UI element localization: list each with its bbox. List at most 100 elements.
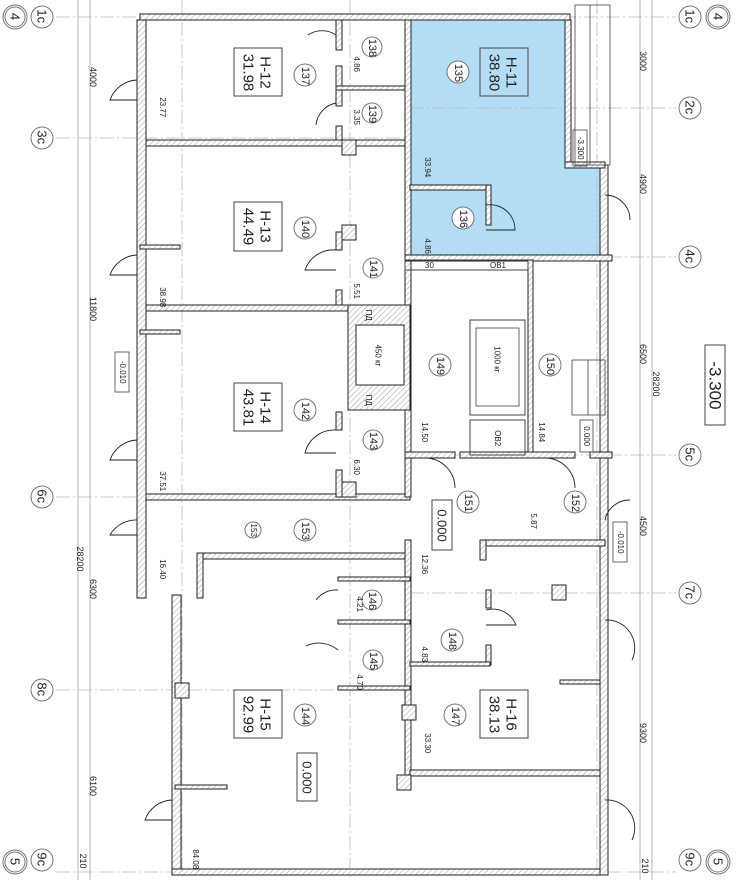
unit-code: Н-15 [257, 698, 274, 731]
equipment-label: 1000 кг [493, 346, 502, 373]
dimension: 9300 [638, 723, 648, 743]
room-area: 14.84 [537, 422, 546, 443]
equipment-label: ПД [364, 395, 373, 407]
room-area: 5.51 [352, 283, 361, 299]
room-area: 14.50 [420, 422, 429, 443]
unit-area: 43.81 [240, 389, 257, 427]
room-number: 153 [299, 522, 311, 540]
room-area: 16.40 [158, 559, 167, 580]
room-number: 138 [366, 39, 378, 57]
room-number: 137 [299, 67, 311, 85]
room-area: 84.08 [191, 849, 200, 870]
axis-label: 5c [683, 447, 698, 461]
room-areas: 33.94 4.86 23.77 4.86 3.35 38.98 5.51 37… [158, 56, 546, 869]
doors[interactable] [109, 30, 636, 841]
dimension-lines [77, 0, 653, 880]
room-number: 139 [366, 105, 378, 123]
equipment-label: 30 [425, 261, 434, 270]
room-area: 3.35 [352, 109, 361, 125]
axis-label: 3c [35, 130, 50, 144]
dimension: 6100 [88, 776, 98, 796]
room-area: 23.77 [158, 97, 167, 118]
unit-area: 38.13 [486, 696, 503, 734]
walls [136, 13, 613, 876]
room-number: 142 [299, 402, 311, 420]
unit-area: 38.80 [486, 54, 503, 92]
room-number: 145 [367, 652, 379, 670]
unit-h14-label[interactable]: Н-14 43.81 [233, 382, 283, 432]
equipment-label: ПД [364, 310, 373, 322]
room-number: 153 [249, 524, 258, 538]
unit-h11-label[interactable]: Н-11 38.80 [479, 47, 529, 97]
level-mark: -3.300 [576, 137, 585, 160]
room-area: 4.86 [352, 56, 361, 72]
axis-label: 2c [683, 100, 698, 114]
axis-label: 9c [35, 852, 50, 866]
equipment-label: ОВ2 [493, 430, 502, 447]
level-mark: 0.000 [300, 761, 315, 794]
room-number: 150 [544, 357, 556, 375]
axis-label: 9c [683, 852, 698, 866]
axis-label: 1c [683, 9, 698, 23]
unit-h12-label[interactable]: Н-12 31.98 [233, 47, 283, 97]
equipment-label: 450 кг [374, 344, 383, 366]
dimension: 28200 [651, 371, 661, 396]
room-number: 147 [449, 707, 461, 725]
room-area: 4.21 [355, 596, 364, 612]
unit-area: 92.99 [240, 696, 257, 734]
room-number: 149 [434, 357, 446, 375]
axis-label: 5 [711, 858, 726, 865]
unit-code: Н-16 [503, 698, 520, 731]
room-area: 38.98 [158, 287, 167, 308]
axis-label: 8c [35, 682, 50, 696]
room-number: 141 [367, 260, 379, 278]
unit-code: Н-11 [503, 57, 520, 88]
unit-code: Н-13 [257, 210, 274, 243]
axis-bubbles-right: 1c 4 2c 4c 5c 7c 9c 5 [678, 4, 731, 875]
level-mark: -0.010 [616, 531, 625, 554]
room-number: 135 [452, 64, 464, 82]
unit-h11-highlight[interactable] [410, 20, 605, 255]
axis-label: 4c [683, 249, 698, 263]
unit-area: 44.49 [240, 208, 257, 246]
room-area: 4.70 [355, 674, 364, 690]
dimension: 210 [640, 858, 650, 873]
room-number: 136 [457, 210, 469, 228]
dimensions-right: 3000 4900 6500 28200 4500 9300 210 [638, 51, 661, 874]
unit-h15-label[interactable]: Н-15 92.99 [233, 689, 283, 739]
dimension: 3000 [638, 51, 648, 71]
room-number: 151 [462, 494, 474, 512]
room-number: 152 [569, 494, 581, 512]
dimension: 4500 [638, 516, 648, 536]
dimension: 28200 [75, 546, 85, 571]
room-area: 33.94 [423, 157, 432, 178]
axis-label: 6c [35, 489, 50, 503]
room-area: 37.51 [158, 471, 167, 492]
room-area: 5.87 [529, 513, 538, 529]
level-marks: -3.300 -3.300 -0.010 -0.010 0.000 0.000 … [114, 129, 726, 802]
room-numbers: 135 136 137 138 139 140 141 142 143 144 … [244, 36, 587, 727]
axis-label: 7c [683, 585, 698, 599]
unit-code: Н-14 [257, 391, 274, 424]
room-number: 140 [299, 220, 311, 238]
room-area: 4.83 [420, 646, 429, 662]
axis-label: 5 [8, 858, 23, 865]
equipment-label: ОВ1 [490, 261, 507, 270]
dimension: 6300 [88, 579, 98, 599]
room-area: 6.30 [352, 459, 361, 475]
stairs-and-lifts [404, 4, 611, 456]
level-mark: -0.010 [118, 361, 127, 384]
room-number: 146 [366, 592, 378, 610]
unit-h13-label[interactable]: Н-13 44.49 [233, 201, 283, 252]
level-mark: 0.000 [582, 426, 591, 447]
unit-h16-label[interactable]: Н-16 38.13 [479, 689, 529, 739]
level-mark: -3.300 [706, 361, 725, 409]
dimension: 4000 [88, 67, 98, 87]
axis-label: 4 [711, 13, 726, 20]
dimension: 210 [78, 853, 88, 868]
level-mark: 0.000 [435, 509, 450, 542]
axis-label: 1c [35, 9, 50, 23]
room-number: 143 [367, 432, 379, 450]
room-area: 33.30 [423, 733, 432, 754]
